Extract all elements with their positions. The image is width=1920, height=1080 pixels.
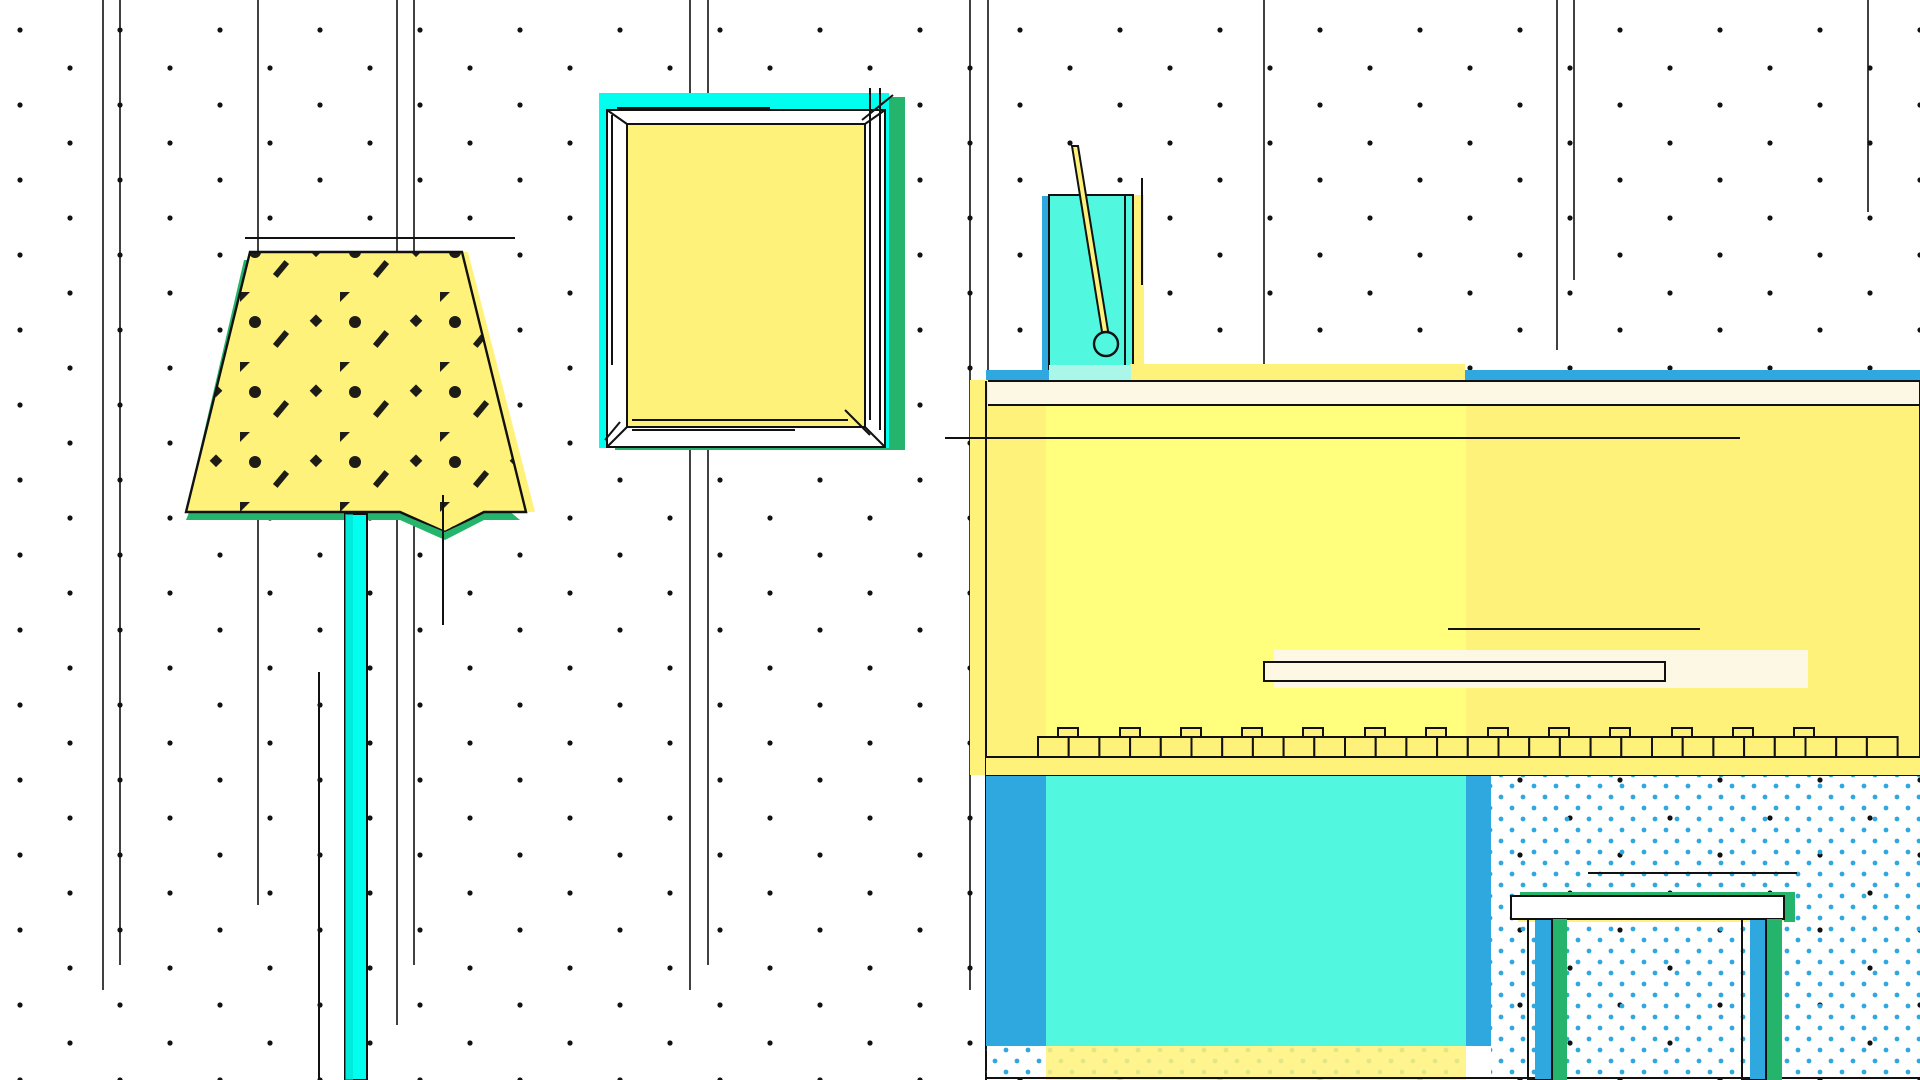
piano-key — [1558, 736, 1592, 758]
piano-key — [1712, 736, 1746, 758]
bench-seat — [1510, 895, 1785, 920]
piano-key — [1804, 736, 1838, 758]
piano-black-key — [1057, 727, 1079, 738]
piano-key — [1466, 736, 1500, 758]
music-stand — [1263, 661, 1666, 682]
piano-key — [1436, 736, 1469, 758]
piano-key — [1282, 736, 1316, 758]
piano-key — [1589, 736, 1623, 758]
piano-key — [1190, 736, 1224, 758]
piano-key — [1374, 736, 1408, 758]
piano-key — [1313, 736, 1347, 758]
piano-key — [1681, 736, 1715, 758]
piano-key — [1098, 736, 1132, 758]
piano-key — [1067, 736, 1101, 758]
piano-key — [1835, 736, 1868, 758]
piano-key — [1221, 736, 1254, 758]
piano-key — [1129, 736, 1162, 758]
piano-floor-yellow — [1046, 1046, 1466, 1080]
keyboard-under-yellow — [986, 758, 1920, 775]
bench-leg-left-green — [1553, 919, 1567, 1080]
bench-leg-right — [1741, 918, 1767, 1080]
piano-lid — [985, 380, 1920, 406]
piano-black-key — [1241, 727, 1263, 738]
piano-black-key — [1119, 727, 1141, 738]
piano-black-key — [1487, 727, 1509, 738]
piano-black-key — [1425, 727, 1447, 738]
bench-leg-left — [1527, 918, 1553, 1080]
piano-key — [1620, 736, 1654, 758]
piano-black-key — [1671, 727, 1693, 738]
piano-key — [1743, 736, 1776, 758]
piano-black-key — [1302, 727, 1324, 738]
piano-bench — [1510, 872, 1797, 1080]
frame-canvas — [626, 123, 866, 428]
piano-black-key — [1364, 727, 1386, 738]
piano-lower-blue-left — [986, 776, 1046, 1046]
bench-leg-left-blue — [1535, 919, 1553, 1080]
piano-keyboard — [1037, 727, 1899, 758]
frame-sketch-lines — [604, 88, 894, 448]
piano-key — [1497, 736, 1531, 758]
lamp-pole-shadow — [345, 514, 353, 1080]
piano-black-key — [1609, 727, 1631, 738]
piano-key — [1405, 736, 1439, 758]
piano-key — [1159, 736, 1193, 758]
bench-leg-right-blue — [1750, 919, 1766, 1080]
piano-key — [1865, 736, 1899, 758]
piano-key — [1344, 736, 1377, 758]
piano-key — [1037, 736, 1070, 758]
piano-key — [1651, 736, 1684, 758]
upright-piano — [945, 364, 1920, 1080]
straw-end — [1092, 330, 1120, 358]
piano-black-key — [1793, 727, 1815, 738]
floor-lamp — [184, 237, 535, 1080]
piano-black-key — [1180, 727, 1202, 738]
piano-lower-teal — [1046, 776, 1466, 1046]
glass-with-straw — [1042, 145, 1144, 382]
piano-top-cyan-accent — [1049, 365, 1131, 381]
piano-body-bright — [1046, 406, 1466, 756]
piano-lower-blue-right — [1466, 776, 1491, 1046]
picture-frame — [599, 88, 905, 450]
piano-body-left-shade — [970, 380, 988, 775]
lamp-shade-pattern-fill — [186, 252, 526, 532]
piano-key — [1528, 736, 1561, 758]
piano-black-key — [1548, 727, 1570, 738]
bench-leg-right-green — [1766, 919, 1782, 1080]
piano-top-yellow-accent — [1130, 364, 1465, 384]
piano-black-key — [1732, 727, 1754, 738]
piano-key — [1773, 736, 1807, 758]
piano-key — [1251, 736, 1285, 758]
